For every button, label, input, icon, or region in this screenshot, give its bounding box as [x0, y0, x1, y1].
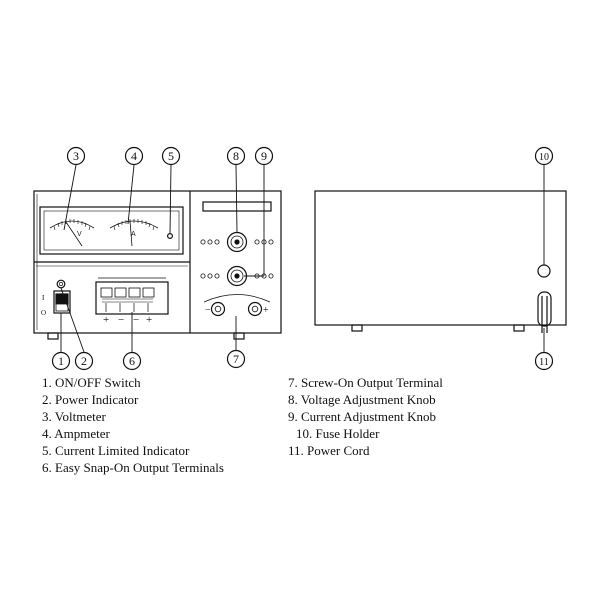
voltage-adjustment-knob[interactable] [226, 231, 248, 253]
ampmeter-needle [129, 220, 133, 247]
legend-item-8: 8. Voltage Adjustment Knob [288, 392, 436, 407]
terminal-sign-3: − [133, 314, 139, 326]
callout-4-circle [124, 146, 144, 166]
callout-4-label: 4 [131, 149, 137, 163]
legend-item-10: 10. Fuse Holder [296, 426, 380, 441]
callout-9-label: 9 [261, 149, 267, 163]
callout-3-circle [66, 146, 86, 166]
voltmeter-letter: V [77, 231, 82, 238]
callout-5-label: 5 [168, 149, 174, 163]
front-foot-center [233, 332, 245, 340]
callout-6-label: 6 [129, 354, 135, 368]
rear-view [314, 190, 567, 333]
callout-10-label: 10 [539, 152, 549, 163]
ampmeter: A [109, 219, 159, 247]
legend-item-9: 9. Current Adjustment Knob [288, 409, 437, 424]
legend-item-6: 6. Easy Snap-On Output Terminals [42, 460, 224, 475]
callout-3-label: 3 [73, 149, 79, 163]
callout-8-label: 8 [233, 149, 239, 163]
switch-off-mark: O [41, 309, 46, 317]
rear-foot-left [351, 324, 363, 332]
legend-left: 1. ON/OFF Switch 2. Power Indicator 3. V… [42, 374, 224, 476]
meter-window: V A [39, 206, 184, 255]
front-foot-left [47, 332, 59, 340]
snap-on-terminal-block[interactable] [95, 277, 169, 315]
callout-2-label: 2 [81, 354, 87, 368]
rear-panel-outline [314, 190, 567, 326]
callout-circles [51, 146, 554, 371]
callout-5-circle [161, 146, 181, 166]
legend-item-7: 7. Screw-On Output Terminal [288, 375, 443, 390]
callout-6-circle [122, 351, 142, 371]
callout-10-circle [534, 146, 554, 166]
terminal-sign-2: − [118, 314, 124, 326]
power-cord [537, 291, 552, 333]
legend-item-3: 3. Voltmeter [42, 409, 106, 424]
callout-7-label: 7 [233, 352, 239, 366]
legend-item-11: 11. Power Cord [288, 443, 370, 458]
legend-item-5: 5. Current Limited Indicator [42, 443, 190, 458]
terminal-sign-4: + [146, 314, 152, 326]
current-adjustment-knob[interactable] [226, 265, 248, 287]
callout-9-circle [254, 146, 274, 166]
knob-indicator-dots [200, 239, 274, 279]
rear-foot-right [513, 324, 525, 332]
legend-item-1: 1. ON/OFF Switch [42, 375, 141, 390]
voltmeter-needle [65, 221, 83, 247]
switch-on-mark: I [42, 294, 45, 302]
on-off-switch[interactable] [53, 290, 71, 314]
legend-right: 7. Screw-On Output Terminal 8. Voltage A… [288, 374, 443, 459]
screw-terminal-pos-sign: + [263, 305, 269, 316]
callout-11-circle [534, 351, 554, 371]
leader-lines [60, 164, 545, 353]
callout-7-circle [226, 349, 246, 369]
screw-terminal-neg-sign: − [205, 305, 211, 316]
callout-1-circle [51, 351, 71, 371]
terminal-sign-1: + [103, 314, 109, 326]
legend-item-4: 4. Ampmeter [42, 426, 110, 441]
current-limited-indicator-lamp [167, 233, 174, 240]
screw-on-output-terminal-negative[interactable] [210, 301, 226, 317]
legend-item-2: 2. Power Indicator [42, 392, 139, 407]
fuse-holder[interactable] [537, 264, 551, 278]
callout-2-circle [74, 351, 94, 371]
callout-8-circle [226, 146, 246, 166]
voltmeter: V [49, 219, 95, 247]
front-view: V A [33, 190, 282, 340]
power-indicator [56, 279, 66, 289]
callout-1-label: 1 [58, 354, 64, 368]
screw-on-output-terminal-positive[interactable] [247, 301, 263, 317]
ampmeter-letter: A [131, 231, 136, 238]
callout-11-label: 11 [539, 357, 549, 368]
